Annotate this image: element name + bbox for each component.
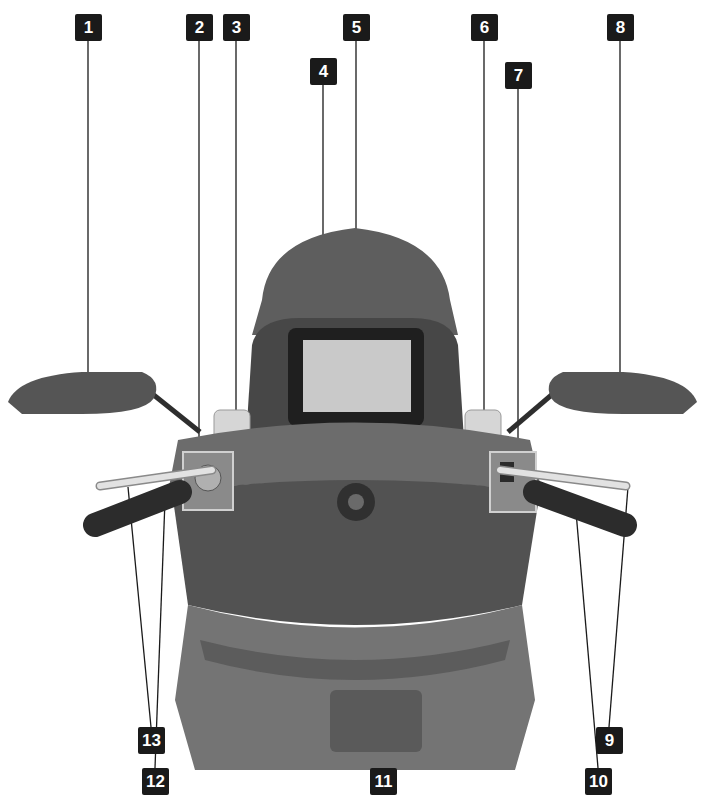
front-panel	[330, 690, 422, 752]
display-bezel	[288, 328, 424, 426]
dashboard-housing	[246, 318, 464, 440]
left-grip	[95, 492, 180, 525]
body-accent	[200, 640, 510, 680]
callout-number: 4	[310, 58, 337, 85]
callout-number: 6	[471, 14, 498, 41]
callout-number: 9	[596, 727, 623, 754]
callout-number: 5	[343, 14, 370, 41]
right-grip	[535, 492, 625, 525]
left-lever	[100, 470, 212, 486]
ignition	[337, 483, 375, 521]
callout-number: 1	[75, 14, 102, 41]
left-switch	[183, 452, 233, 510]
callout-number: 13	[138, 727, 165, 754]
callout-number: 7	[505, 62, 532, 89]
callout-number: 10	[585, 768, 612, 795]
right-lever	[500, 470, 626, 486]
callout-number: 2	[186, 14, 213, 41]
lower-body	[175, 605, 535, 770]
mirror-right	[549, 372, 697, 414]
mirror-stem	[508, 392, 555, 432]
ignition-key-slot	[348, 494, 364, 510]
right-lever-outline	[500, 470, 626, 486]
mirror-stem	[150, 392, 200, 432]
callout-number: 3	[223, 14, 250, 41]
mirror-left	[8, 372, 156, 414]
callout-number: 8	[607, 14, 634, 41]
left-lever-outline	[100, 470, 212, 486]
display-screen	[303, 340, 411, 412]
callout-number: 12	[142, 768, 169, 795]
callout-number: 11	[370, 768, 397, 795]
